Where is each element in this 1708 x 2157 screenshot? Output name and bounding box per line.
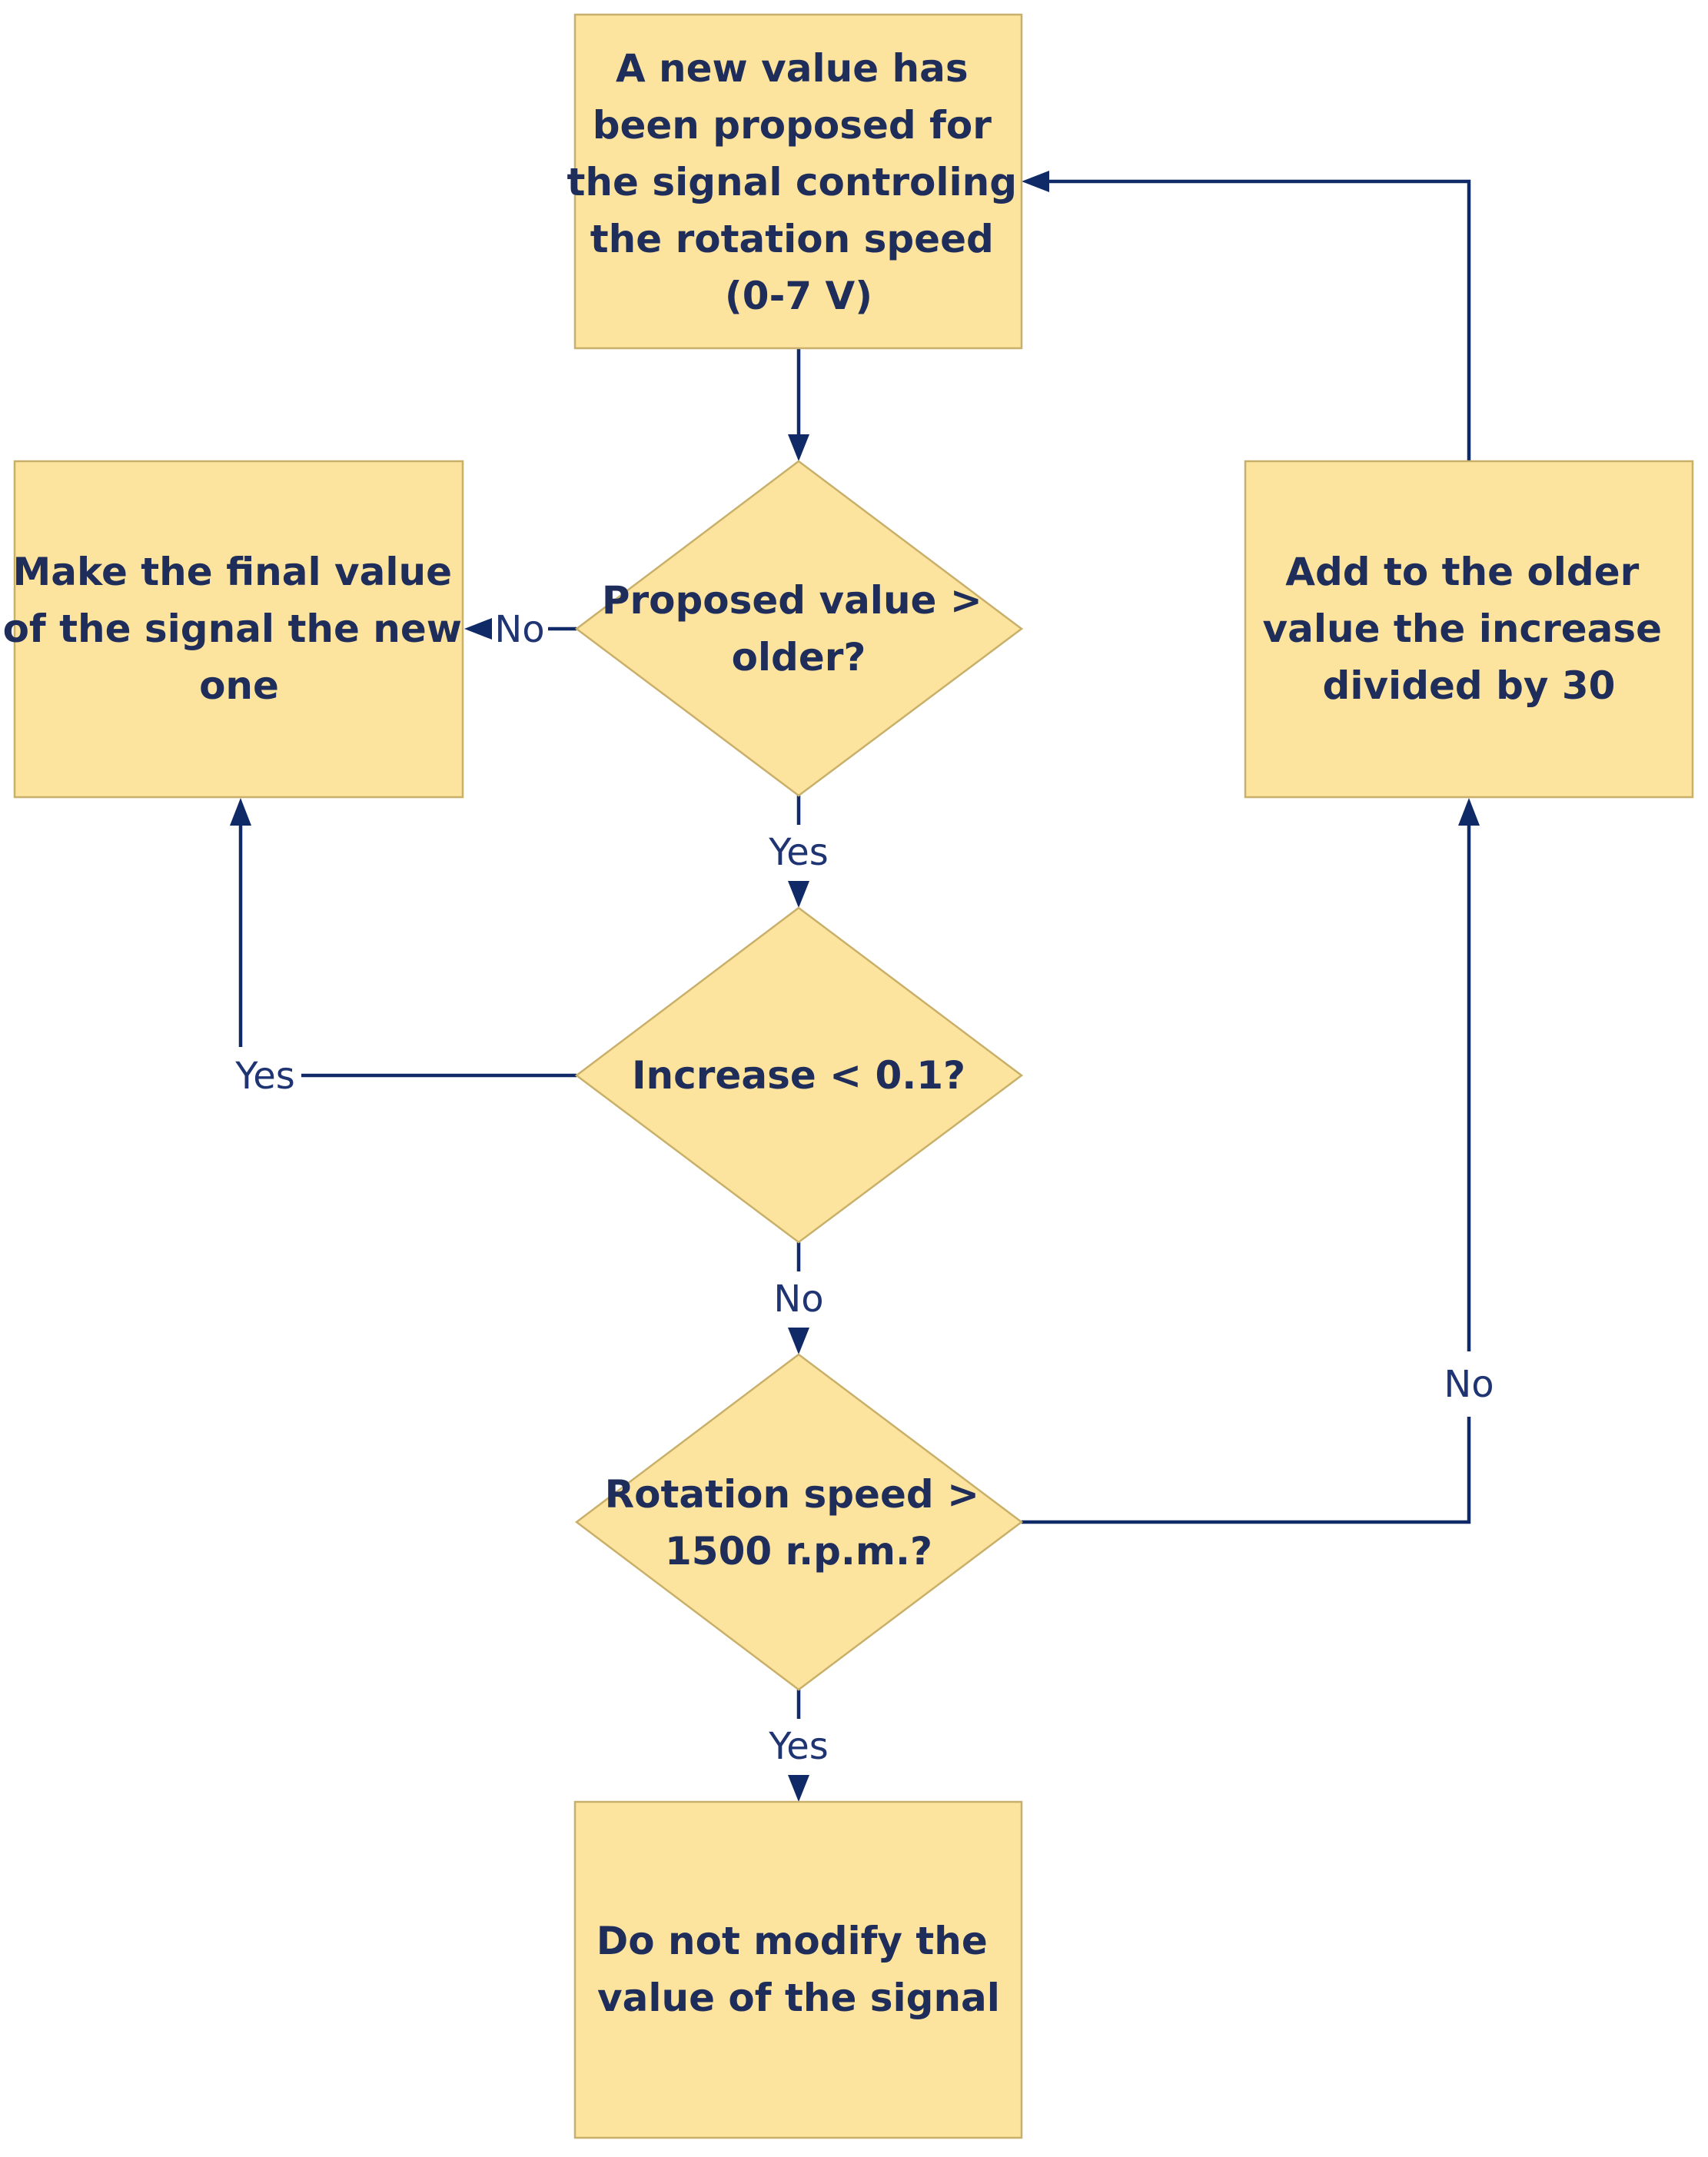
node-add-increase: Add to the older value the increase divi… bbox=[1244, 460, 1694, 799]
arrowhead-up-into-add-increase bbox=[1458, 798, 1480, 826]
decision-speed-line-1: Rotation speed > bbox=[605, 1472, 979, 1517]
add-increase-line-2: value the increase bbox=[1263, 607, 1663, 651]
decision-speed-line-2: 1500 r.p.m.? bbox=[665, 1529, 932, 1574]
svg-text:Proposed value > older?: Proposed value > older? bbox=[602, 578, 995, 680]
arrowhead-into-start bbox=[1022, 171, 1049, 192]
connectors bbox=[230, 171, 1480, 1802]
node-decision-proposed: Proposed value > older? bbox=[574, 460, 1024, 797]
decision-proposed-line-1: Proposed value > bbox=[602, 578, 982, 623]
svg-text:Do not modify the value: Do not modify the value of the signal bbox=[596, 1919, 1001, 2020]
final-value-line-3: one bbox=[199, 663, 279, 708]
node-start: A new value has been proposed for the si… bbox=[567, 13, 1031, 350]
add-increase-line-1: Add to the older bbox=[1285, 550, 1639, 594]
start-line-1: A new value has bbox=[616, 46, 969, 91]
no-modify-box bbox=[573, 1800, 1023, 2139]
start-line-4: the rotation speed bbox=[590, 217, 994, 261]
node-decision-speed: Rotation speed > 1500 r.p.m.? bbox=[574, 1353, 1024, 1691]
node-decision-increase: Increase < 0.1? bbox=[574, 906, 1024, 1244]
arrowhead-into-final-value bbox=[464, 618, 492, 640]
edge-speed-no-horizontal bbox=[1022, 1417, 1471, 1524]
decision-increase-diamond bbox=[574, 906, 1024, 1244]
node-final-value: Make the final value of the signal the n… bbox=[3, 460, 476, 799]
decision-increase-line-1: Increase < 0.1? bbox=[632, 1053, 965, 1098]
edge-label-speed-no: No bbox=[1444, 1363, 1494, 1406]
decision-speed-diamond bbox=[574, 1353, 1024, 1691]
arrowhead-up-into-final-value bbox=[230, 798, 251, 826]
edge-label-increase-no: No bbox=[773, 1278, 823, 1321]
svg-text:Increase < 0.1?: Increase < 0.1? bbox=[632, 1053, 965, 1098]
start-line-3: the signal controling bbox=[567, 160, 1018, 204]
final-value-box bbox=[13, 460, 464, 799]
decision-proposed-diamond bbox=[574, 460, 1024, 797]
start-line-2: been proposed for bbox=[593, 103, 992, 148]
add-increase-box bbox=[1244, 460, 1694, 799]
arrowhead-into-increase bbox=[788, 881, 809, 908]
svg-text:A new value has been pro: A new value has been proposed for the si… bbox=[567, 46, 1031, 318]
arrowhead-into-proposed bbox=[788, 434, 809, 461]
final-value-line-1: Make the final value bbox=[13, 550, 452, 594]
arrowhead-into-speed bbox=[788, 1328, 809, 1354]
arrowhead-into-no-modify bbox=[788, 1775, 809, 1802]
no-modify-line-2: value of the signal bbox=[597, 1976, 1000, 2020]
edge-add-increase-to-start bbox=[1049, 179, 1471, 461]
edge-label-speed-yes: Yes bbox=[768, 1725, 828, 1768]
edge-labels: No Yes Yes No No Yes bbox=[234, 608, 1494, 1768]
start-line-5: (0-7 V) bbox=[725, 274, 872, 318]
edge-label-proposed-yes: Yes bbox=[768, 831, 828, 874]
node-no-modify: Do not modify the value of the signal bbox=[573, 1800, 1023, 2139]
svg-text:Make the final value of: Make the final value of the signal the n… bbox=[3, 550, 476, 708]
no-modify-line-1: Do not modify the bbox=[596, 1919, 988, 1963]
start-box bbox=[573, 13, 1023, 350]
final-value-line-2: of the signal the new bbox=[3, 607, 462, 651]
svg-text:Add to the older value t: Add to the older value the increase divi… bbox=[1263, 550, 1676, 708]
svg-text:Rotation speed > 1500 r.: Rotation speed > 1500 r.p.m.? bbox=[605, 1472, 993, 1574]
decision-proposed-line-2: older? bbox=[732, 635, 866, 680]
edge-label-increase-yes: Yes bbox=[234, 1055, 294, 1098]
edge-label-proposed-no: No bbox=[494, 608, 544, 651]
add-increase-line-3: divided by 30 bbox=[1323, 663, 1616, 708]
